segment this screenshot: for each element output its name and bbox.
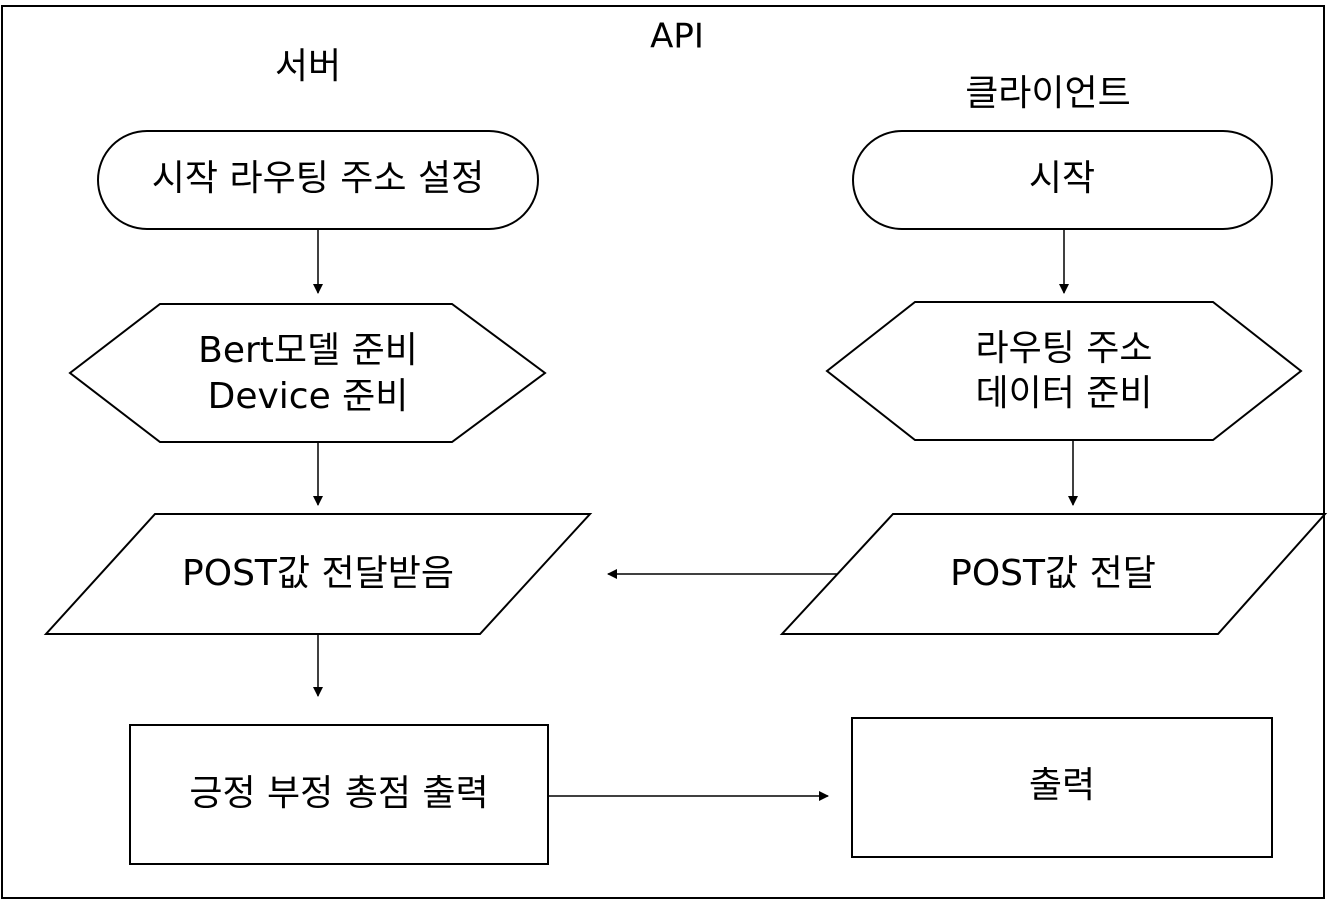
server-start-label: 시작 라우팅 주소 설정 bbox=[152, 158, 484, 199]
server-prepare-line-1: Bert모델 준비 bbox=[198, 330, 418, 371]
client-send-node: POST값 전달 bbox=[779, 513, 1328, 635]
server-output-label: 긍정 부정 총점 출력 bbox=[189, 773, 488, 814]
server-prepare-node: Bert모델 준비 Device 준비 bbox=[68, 303, 547, 443]
lane-label-client: 클라이언트 bbox=[965, 73, 1131, 114]
client-prepare-node: 라우팅 주소 데이터 준비 bbox=[825, 301, 1303, 441]
server-start-node: 시작 라우팅 주소 설정 bbox=[97, 130, 539, 230]
client-prepare-line-1: 라우팅 주소 bbox=[975, 328, 1152, 369]
diagram-title: API bbox=[650, 17, 704, 57]
client-send-label: POST값 전달 bbox=[950, 553, 1156, 594]
client-prepare-line-2: 데이터 준비 bbox=[975, 373, 1152, 414]
server-output-node: 긍정 부정 총점 출력 bbox=[129, 724, 549, 865]
client-start-node: 시작 bbox=[852, 130, 1273, 230]
server-prepare-line-2: Device 준비 bbox=[208, 376, 409, 417]
lane-label-server: 서버 bbox=[275, 46, 341, 87]
server-receive-label: POST값 전달받음 bbox=[182, 553, 454, 594]
client-start-label: 시작 bbox=[1029, 158, 1095, 199]
server-receive-node: POST값 전달받음 bbox=[43, 513, 593, 635]
client-output-node: 출력 bbox=[851, 717, 1273, 858]
diagram-frame bbox=[1, 5, 1325, 899]
client-output-label: 출력 bbox=[1029, 765, 1095, 806]
